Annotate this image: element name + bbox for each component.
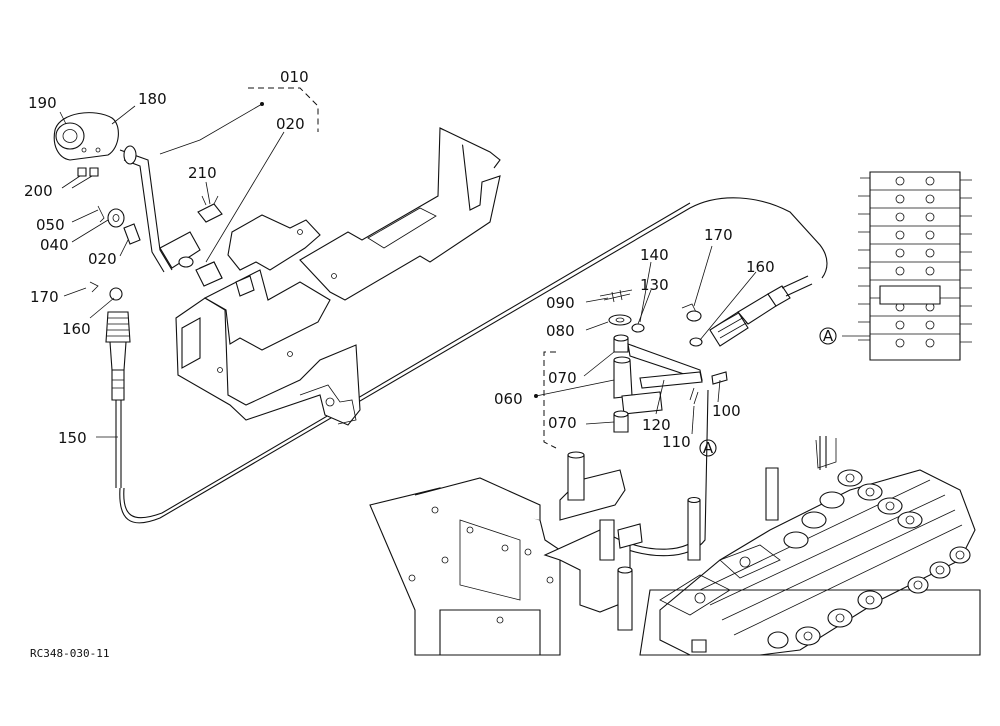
part-label-180: 180 [138, 90, 167, 108]
part-label-110: 110 [662, 433, 691, 451]
part-label-200: 200 [24, 182, 53, 200]
part-label-080: 080 [546, 322, 575, 340]
leader-lines [59, 102, 757, 438]
bolts-200 [77, 167, 99, 177]
part-label-050: 050 [36, 216, 65, 234]
reference-marker-a-center: A [699, 439, 717, 457]
part-label-090: 090 [546, 294, 575, 312]
part-label-070-lower: 070 [548, 414, 577, 432]
part-label-190: 190 [28, 94, 57, 112]
group-bracket-010 [248, 87, 319, 132]
part-label-170-right: 170 [704, 226, 733, 244]
reference-marker-a-right: A [819, 327, 837, 345]
part-label-140: 140 [640, 246, 669, 264]
part-label-120: 120 [642, 416, 671, 434]
shaft-assembly [599, 289, 728, 433]
part-label-060: 060 [494, 390, 523, 408]
cable-end-right [681, 275, 813, 347]
svg-text:A: A [823, 327, 834, 345]
part-label-010: 010 [280, 68, 309, 86]
chassis-frame [369, 436, 837, 656]
control-valve-stack [842, 171, 972, 361]
lever-arm [119, 145, 201, 273]
part-label-160-left: 160 [62, 320, 91, 338]
part-label-160-right: 160 [746, 258, 775, 276]
svg-text:A: A [703, 439, 714, 457]
part-label-100: 100 [712, 402, 741, 420]
part-label-040: 040 [40, 236, 69, 254]
part-label-150: 150 [58, 429, 87, 447]
part-label-020-lower: 020 [88, 250, 117, 268]
part-label-020-upper: 020 [276, 115, 305, 133]
lever-knob [53, 112, 119, 161]
mounting-bracket [175, 127, 501, 426]
cable-end-left [89, 281, 131, 488]
part-label-210: 210 [188, 164, 217, 182]
part-label-170-left: 170 [30, 288, 59, 306]
group-bracket-060 [543, 351, 557, 449]
hydraulic-valve-bank [639, 469, 981, 656]
part-label-130: 130 [640, 276, 669, 294]
part-labels: 190 180 200 050 040 020 170 160 150 010 … [24, 68, 775, 451]
part-label-070-upper: 070 [548, 369, 577, 387]
drawing-code: RC348-030-11 [30, 647, 109, 660]
